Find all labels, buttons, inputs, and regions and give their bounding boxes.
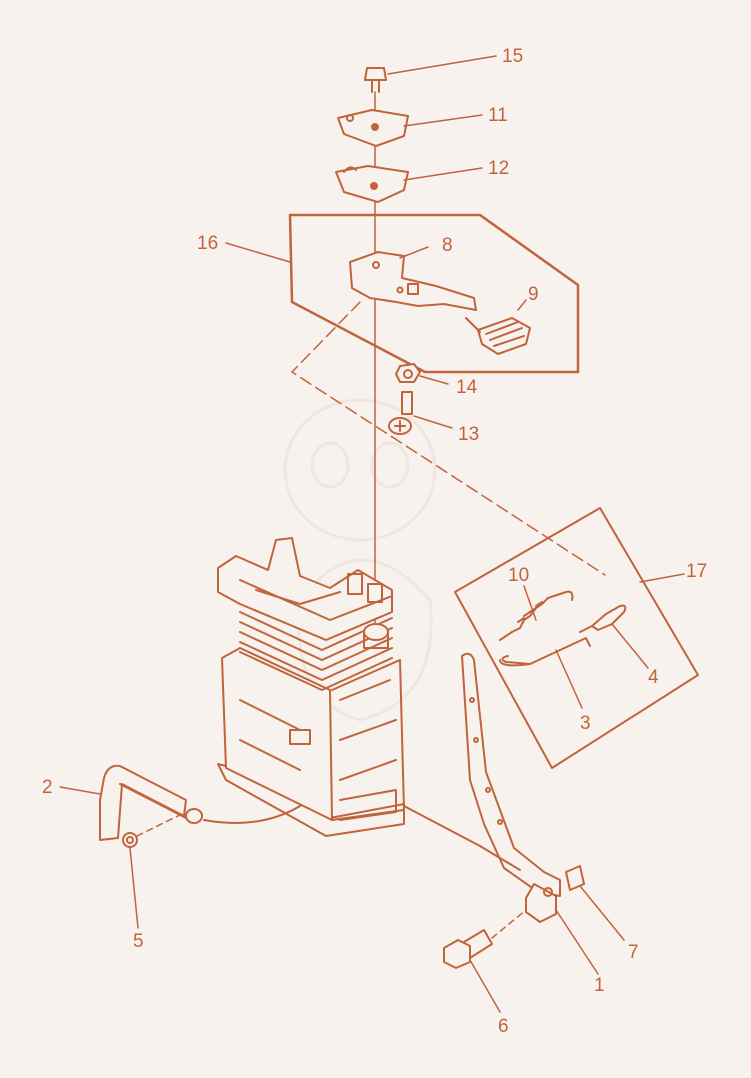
part-13-screw bbox=[388, 391, 413, 435]
callout-2: 2 bbox=[42, 777, 53, 798]
callout-10: 10 bbox=[508, 565, 529, 586]
callout-9: 9 bbox=[528, 284, 539, 305]
callout-13: 13 bbox=[458, 424, 479, 445]
callout-3: 3 bbox=[580, 713, 591, 734]
callout-11: 11 bbox=[488, 105, 508, 126]
part-1-lever bbox=[403, 652, 561, 923]
callout-6: 6 bbox=[498, 1016, 509, 1037]
part-11-plate bbox=[337, 109, 409, 147]
callout-16: 16 bbox=[197, 233, 218, 254]
part-7-block bbox=[565, 865, 585, 891]
group-16-outline bbox=[288, 213, 580, 374]
part-2-handle bbox=[99, 764, 301, 841]
callout-4: 4 bbox=[648, 667, 659, 688]
callout-17: 17 bbox=[686, 561, 707, 582]
callout-labels: 15 11 12 16 8 9 14 13 17 10 4 3 2 5 7 1 … bbox=[42, 46, 707, 1037]
part-4-link bbox=[579, 604, 627, 633]
part-15-bolt bbox=[364, 67, 387, 93]
callout-14: 14 bbox=[456, 377, 478, 398]
callout-8: 8 bbox=[442, 235, 453, 256]
callout-1: 1 bbox=[594, 975, 605, 996]
dashed-guide-16-17 bbox=[291, 301, 606, 576]
part-5-washer bbox=[122, 811, 187, 848]
part-9-clip bbox=[465, 317, 531, 355]
part-12-plate bbox=[335, 165, 409, 203]
callout-7: 7 bbox=[628, 942, 639, 963]
group-17-outline bbox=[454, 507, 699, 769]
callout-12: 12 bbox=[488, 158, 509, 179]
part-3-rod bbox=[499, 637, 591, 667]
engine-block bbox=[217, 537, 405, 837]
leader-lines bbox=[59, 55, 685, 1013]
part-14-nut bbox=[395, 363, 421, 383]
callout-5: 5 bbox=[133, 931, 144, 952]
part-6-bolt bbox=[443, 909, 527, 969]
part-8-governor-plate bbox=[349, 251, 477, 311]
part-10-spring bbox=[499, 590, 574, 641]
callout-15: 15 bbox=[502, 46, 523, 67]
